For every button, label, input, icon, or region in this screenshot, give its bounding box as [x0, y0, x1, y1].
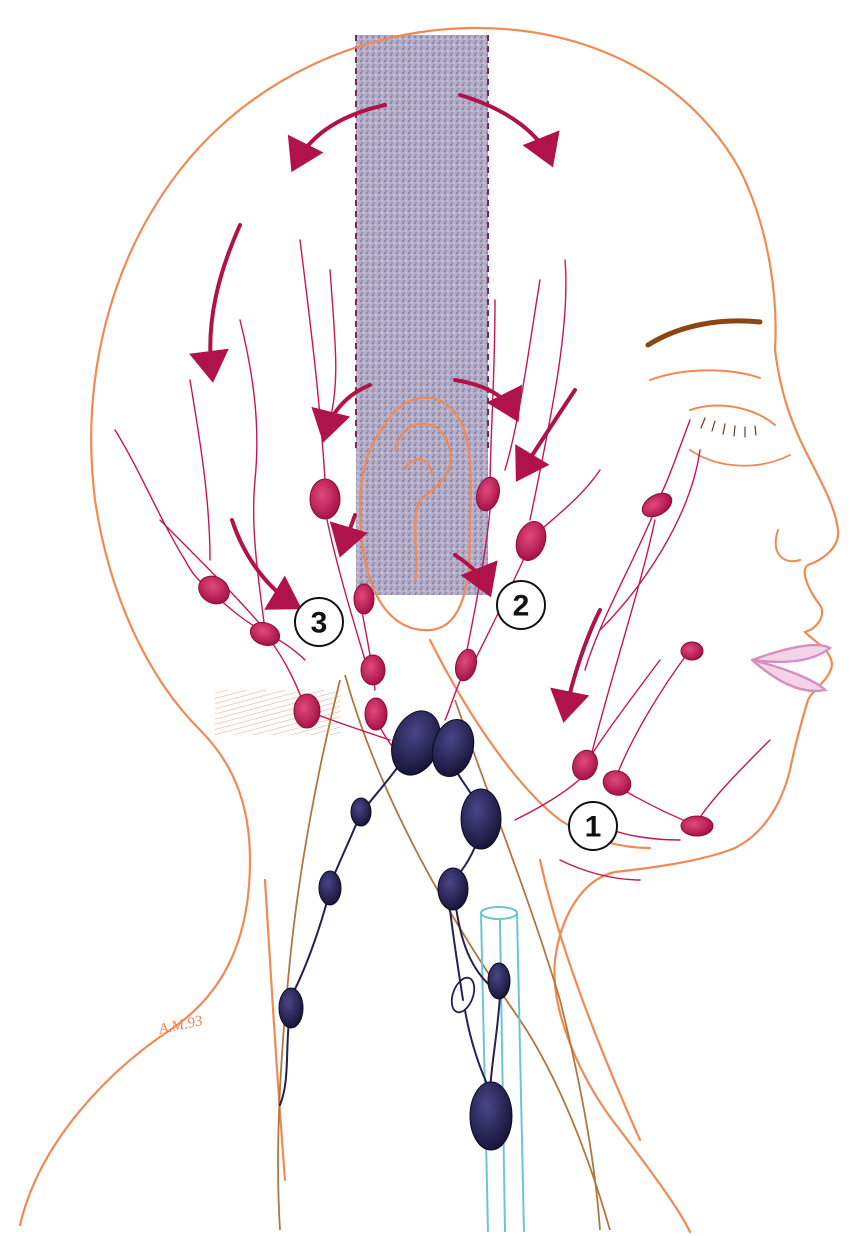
upper-eyelid-fold [650, 370, 760, 380]
lymph-node [600, 767, 635, 799]
face-profile [554, 350, 838, 1232]
lymph-node [569, 747, 602, 783]
lymph-node [452, 647, 480, 683]
jugular-vein [481, 907, 524, 1232]
deep-cervical-chain [279, 704, 512, 1150]
deep-lymph-node [279, 988, 303, 1028]
lymph-node [354, 584, 374, 614]
callout-region-2: 2 [497, 581, 545, 629]
callout-label-2: 2 [513, 590, 530, 623]
watershed-band [356, 35, 488, 595]
sternocleidomastoid-line-2 [455, 700, 600, 1230]
trapezius-hatch [215, 690, 340, 735]
arrow-postauricular-mid [342, 515, 355, 550]
callout-label-1: 1 [585, 811, 602, 844]
deep-lymph-node [461, 789, 501, 849]
lymph-node [247, 619, 283, 650]
neck-back [265, 880, 285, 1180]
eyebrow [648, 321, 760, 345]
lymph-node [310, 479, 340, 519]
lymph-node [365, 698, 387, 730]
lymph-node [294, 694, 320, 728]
neck-front [540, 860, 640, 1140]
callout-region-1: 1 [569, 802, 617, 850]
deep-lymph-node [438, 868, 468, 910]
sternocleidomastoid-line-1 [345, 675, 610, 1230]
arrow-occiput-lower [232, 520, 295, 605]
artist-signature: A.M.93 [157, 1013, 205, 1038]
lymph-node [681, 642, 703, 660]
deep-lymph-node [351, 798, 371, 826]
lips [752, 645, 830, 691]
arrow-occiput-upper [210, 225, 240, 375]
deep-lymph-node [488, 963, 510, 999]
callout-region-3: 3 [295, 598, 343, 646]
eyelashes [701, 418, 756, 437]
arrow-preauricular-mid [520, 390, 575, 475]
lymph-node [511, 517, 551, 564]
lymph-node [194, 571, 235, 610]
arrow-cheek [565, 610, 600, 715]
deep-lymph-node [319, 871, 341, 905]
cheek-fold [690, 450, 790, 466]
callout-label-3: 3 [311, 607, 328, 640]
lymph-node [681, 816, 713, 836]
lymph-node [361, 655, 385, 685]
lymph-node [638, 488, 676, 521]
deep-lymph-node [470, 1082, 512, 1150]
nostril [776, 530, 800, 561]
facial-features [648, 321, 830, 691]
